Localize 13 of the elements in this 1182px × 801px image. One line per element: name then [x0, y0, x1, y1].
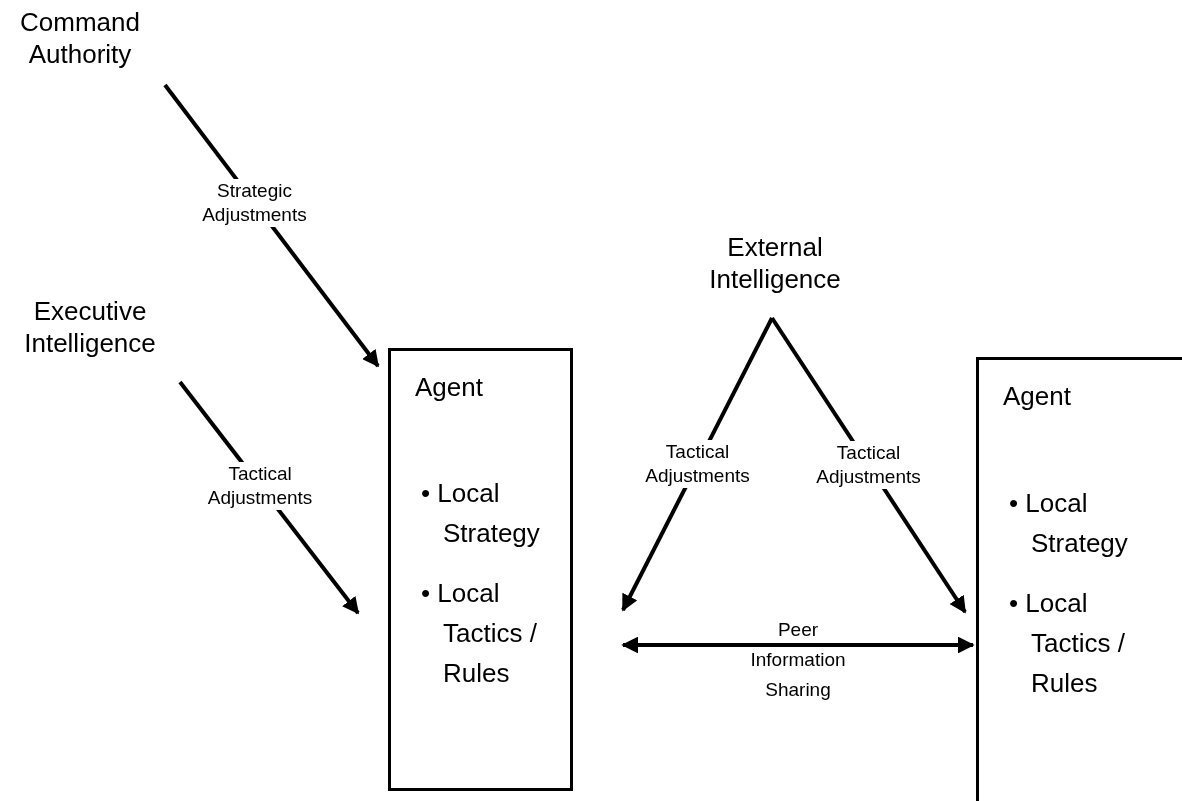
arrow: [621, 636, 975, 654]
intelligence-label: External Intelligence: [690, 231, 860, 295]
agent-box: [976, 357, 1182, 801]
intelligence-label: Executive Intelligence: [0, 295, 180, 359]
edge-label: Peer Information Sharing: [749, 618, 847, 702]
agent-title: Agent: [1003, 380, 1071, 412]
agent-title: Agent: [415, 371, 483, 403]
agent-box: [388, 348, 573, 791]
bullet-item: • Local Tactics / Rules: [1009, 587, 1126, 700]
authority-label: Command Authority: [0, 6, 160, 70]
bullet-item: • Local Strategy: [421, 477, 541, 550]
bullet-item: • Local Strategy: [1009, 487, 1129, 560]
bullet-item: • Local Tactics / Rules: [421, 577, 538, 690]
